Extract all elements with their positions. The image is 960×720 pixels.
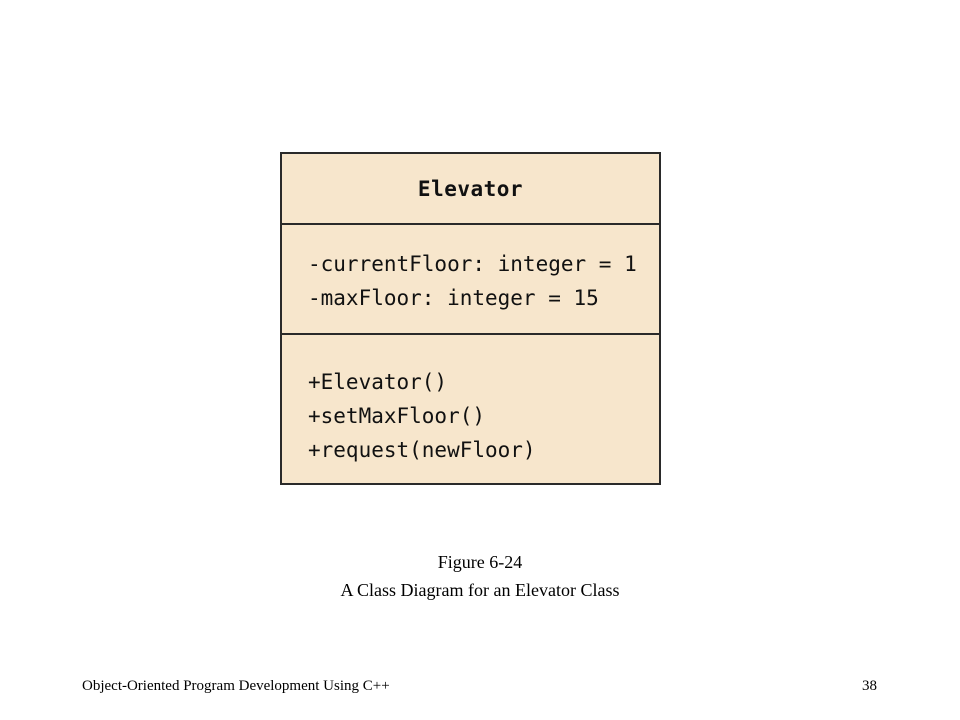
figure-number: Figure 6-24 [437, 552, 523, 572]
class-name: Elevator [417, 176, 524, 201]
attribute-max-floor: -maxFloor: integer = 15 [308, 286, 599, 310]
footer-course-title: Object-Oriented Program Development Usin… [82, 678, 390, 694]
attribute-current-floor: -currentFloor: integer = 1 [308, 252, 637, 276]
method-set-max-floor: +setMaxFloor() [308, 404, 486, 428]
attributes-compartment: -currentFloor: integer = 1 -maxFloor: in… [282, 225, 659, 335]
methods-compartment: +Elevator() +setMaxFloor() +request(newF… [282, 335, 659, 483]
footer-page-number: 38 [862, 678, 877, 694]
method-constructor: +Elevator() [308, 370, 448, 394]
method-request: +request(newFloor) [308, 438, 536, 462]
class-name-compartment: Elevator [282, 154, 659, 225]
class-diagram-box: Elevator -currentFloor: integer = 1 -max… [280, 152, 661, 485]
figure-caption: A Class Diagram for an Elevator Class [340, 580, 620, 600]
